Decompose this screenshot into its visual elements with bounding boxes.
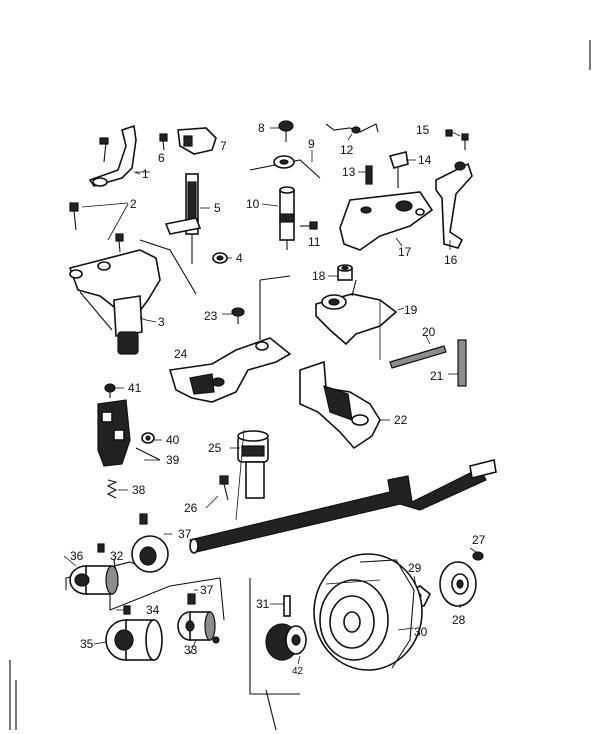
- part-11-screw: [300, 221, 318, 230]
- part-25-gear-shaft: [235, 429, 269, 521]
- callout-35: 35: [80, 637, 94, 651]
- part-26-pin: [219, 475, 229, 501]
- callout-2: 2: [130, 197, 137, 211]
- part-35-bearing: [105, 619, 163, 661]
- part-41-screw: [104, 383, 116, 398]
- callout-4: 4: [236, 251, 243, 265]
- part-12-spring-clip: [325, 123, 379, 134]
- part-2-screws: [69, 202, 129, 253]
- callout-1: 1: [142, 167, 149, 181]
- part-30-pulley: [313, 553, 423, 671]
- callout-17: 17: [398, 245, 412, 259]
- part-18-collar: [337, 264, 353, 281]
- callout-19: 19: [404, 303, 418, 317]
- part-4-washer: [212, 252, 228, 264]
- part-6-screw: [159, 133, 168, 151]
- part-21-link-bar: [457, 339, 467, 387]
- callout-6: 6: [158, 151, 165, 165]
- part-9-spring: [249, 155, 321, 179]
- callout-32: 32: [110, 549, 124, 563]
- callout-9: 9: [308, 137, 315, 151]
- scan-edge-marks: [9, 40, 591, 731]
- callout-42: 42: [292, 666, 304, 677]
- part-31-key: [283, 595, 291, 617]
- part-27-screw: [472, 551, 484, 561]
- part-16-lever: [435, 161, 473, 249]
- part-28-hub: [439, 561, 477, 607]
- callout-15: 15: [416, 123, 430, 137]
- part-24-lever-arm: [168, 275, 292, 403]
- callout-labels: 1 2 3 4 5 6 7 8 9 10 11 12 13 14 15 16 1…: [70, 121, 486, 677]
- part-17-bracket-plate: [339, 191, 434, 251]
- part-20-threaded-rod: [379, 300, 447, 369]
- part-23-screw: [231, 307, 245, 324]
- callout-24: 24: [174, 347, 188, 361]
- callout-13: 13: [342, 165, 356, 179]
- callout-26: 26: [184, 501, 198, 515]
- part-37-collar: [131, 513, 169, 573]
- part-34-screw: [123, 605, 131, 615]
- callout-27: 27: [472, 533, 486, 547]
- callout-38: 38: [132, 483, 146, 497]
- callout-8: 8: [258, 121, 265, 135]
- callout-23: 23: [204, 309, 218, 323]
- part-10-shaft: [279, 186, 295, 250]
- part-7-clamp: [177, 127, 217, 155]
- callout-16: 16: [444, 253, 458, 267]
- callout-22: 22: [394, 413, 408, 427]
- callout-28: 28: [452, 613, 466, 627]
- callout-36: 36: [70, 549, 84, 563]
- part-5-guide-bar: [164, 173, 210, 264]
- callout-5: 5: [214, 201, 221, 215]
- part-3-lever-assembly: [68, 239, 197, 355]
- callout-33: 33: [184, 643, 198, 657]
- callout-7: 7: [220, 139, 227, 153]
- callout-3: 3: [158, 315, 165, 329]
- callout-20: 20: [422, 325, 436, 339]
- callout-11: 11: [308, 235, 321, 249]
- part-tension-block: [97, 399, 131, 467]
- callout-25: 25: [208, 441, 222, 455]
- part-38-spring: [106, 479, 118, 499]
- callout-10: 10: [246, 197, 260, 211]
- part-39-pin: [135, 447, 161, 461]
- part-1-bracket: [88, 124, 150, 187]
- callout-41: 41: [128, 381, 142, 395]
- callout-37-lower: 37: [200, 583, 214, 597]
- callout-31: 31: [256, 597, 270, 611]
- callout-34: 34: [146, 603, 160, 617]
- part-42-gear: [265, 623, 307, 661]
- callout-37-upper: 37: [178, 527, 192, 541]
- part-22-frame: [299, 360, 381, 450]
- callout-21: 21: [430, 369, 444, 383]
- leader-lines: [63, 127, 477, 665]
- callout-30: 30: [414, 625, 428, 639]
- callout-40: 40: [166, 433, 180, 447]
- part-36-gear: [69, 565, 119, 595]
- callout-18: 18: [312, 269, 326, 283]
- callout-12: 12: [340, 143, 354, 157]
- main-drive-shaft: [189, 459, 497, 554]
- part-33-gear: [177, 593, 220, 644]
- callout-14: 14: [418, 153, 432, 167]
- part-14-screw: [388, 151, 409, 188]
- part-40-nut: [141, 432, 155, 444]
- part-15-screws: [445, 129, 469, 150]
- part-13-pin: [365, 165, 373, 185]
- part-19-rocker: [315, 279, 398, 346]
- callout-29: 29: [408, 561, 422, 575]
- callout-39: 39: [166, 453, 180, 467]
- part-8-cap-screw: [278, 120, 294, 142]
